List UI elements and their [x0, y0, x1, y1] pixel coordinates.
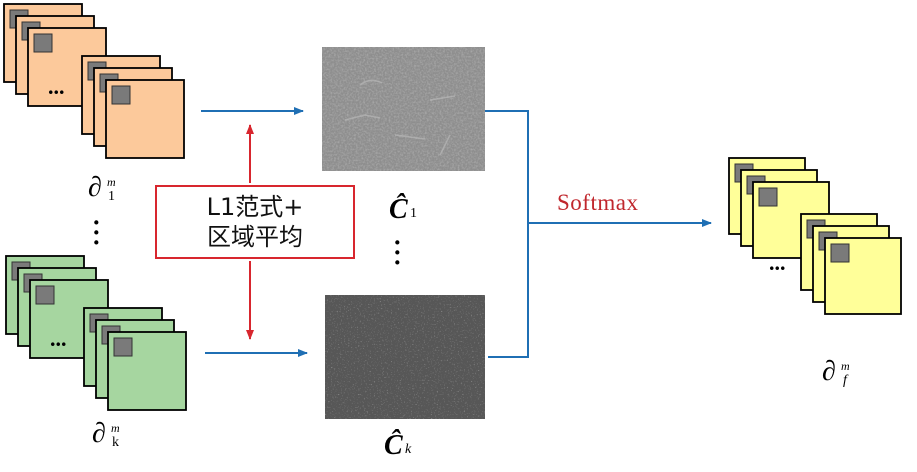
operation-line-1: L1范式+ [206, 193, 304, 221]
superscript: m [841, 359, 850, 373]
feature-map-square [107, 331, 187, 411]
output-feature-stack: ... [728, 157, 902, 315]
subscript: 1 [410, 206, 417, 221]
top-feature-stack: ... [3, 3, 185, 159]
superscript: m [107, 175, 116, 189]
partial-symbol: ∂ [92, 418, 106, 449]
stack-vertical-ellipsis: ··· [92, 208, 101, 257]
feature-map-square [105, 79, 185, 159]
bottom-activation-map [325, 295, 485, 419]
bottom-stack-label: ∂ m k [92, 418, 132, 454]
merge-line [485, 110, 529, 358]
subscript: k [112, 435, 119, 450]
subscript: f [843, 373, 847, 388]
stack-ellipsis: ... [50, 326, 67, 351]
stack-ellipsis: ... [48, 74, 65, 99]
map-vertical-ellipsis: ··· [393, 228, 402, 277]
bottom-feature-stack: ... [5, 255, 187, 411]
superscript: m [111, 421, 120, 435]
partial-symbol: ∂ [822, 356, 836, 387]
operation-line-2: 区域平均 [207, 223, 303, 251]
top-stack-label: ∂ m 1 [88, 172, 128, 208]
feature-map-square [824, 237, 902, 315]
top-activation-map [322, 47, 485, 171]
c-hat-symbol: Ĉ [384, 430, 403, 461]
top-map-label: Ĉ 1 [389, 194, 429, 230]
stack-ellipsis: ... [769, 250, 786, 275]
bottom-map-label: Ĉ k [384, 430, 424, 466]
softmax-label: Softmax [557, 190, 639, 215]
subscript: 1 [108, 189, 115, 204]
subscript: k [405, 442, 412, 457]
l1-norm-region-average-box: L1范式+ 区域平均 [155, 185, 355, 259]
partial-symbol: ∂ [88, 172, 102, 203]
c-hat-symbol: Ĉ [389, 194, 408, 225]
output-stack-label: ∂ m f [822, 356, 862, 392]
